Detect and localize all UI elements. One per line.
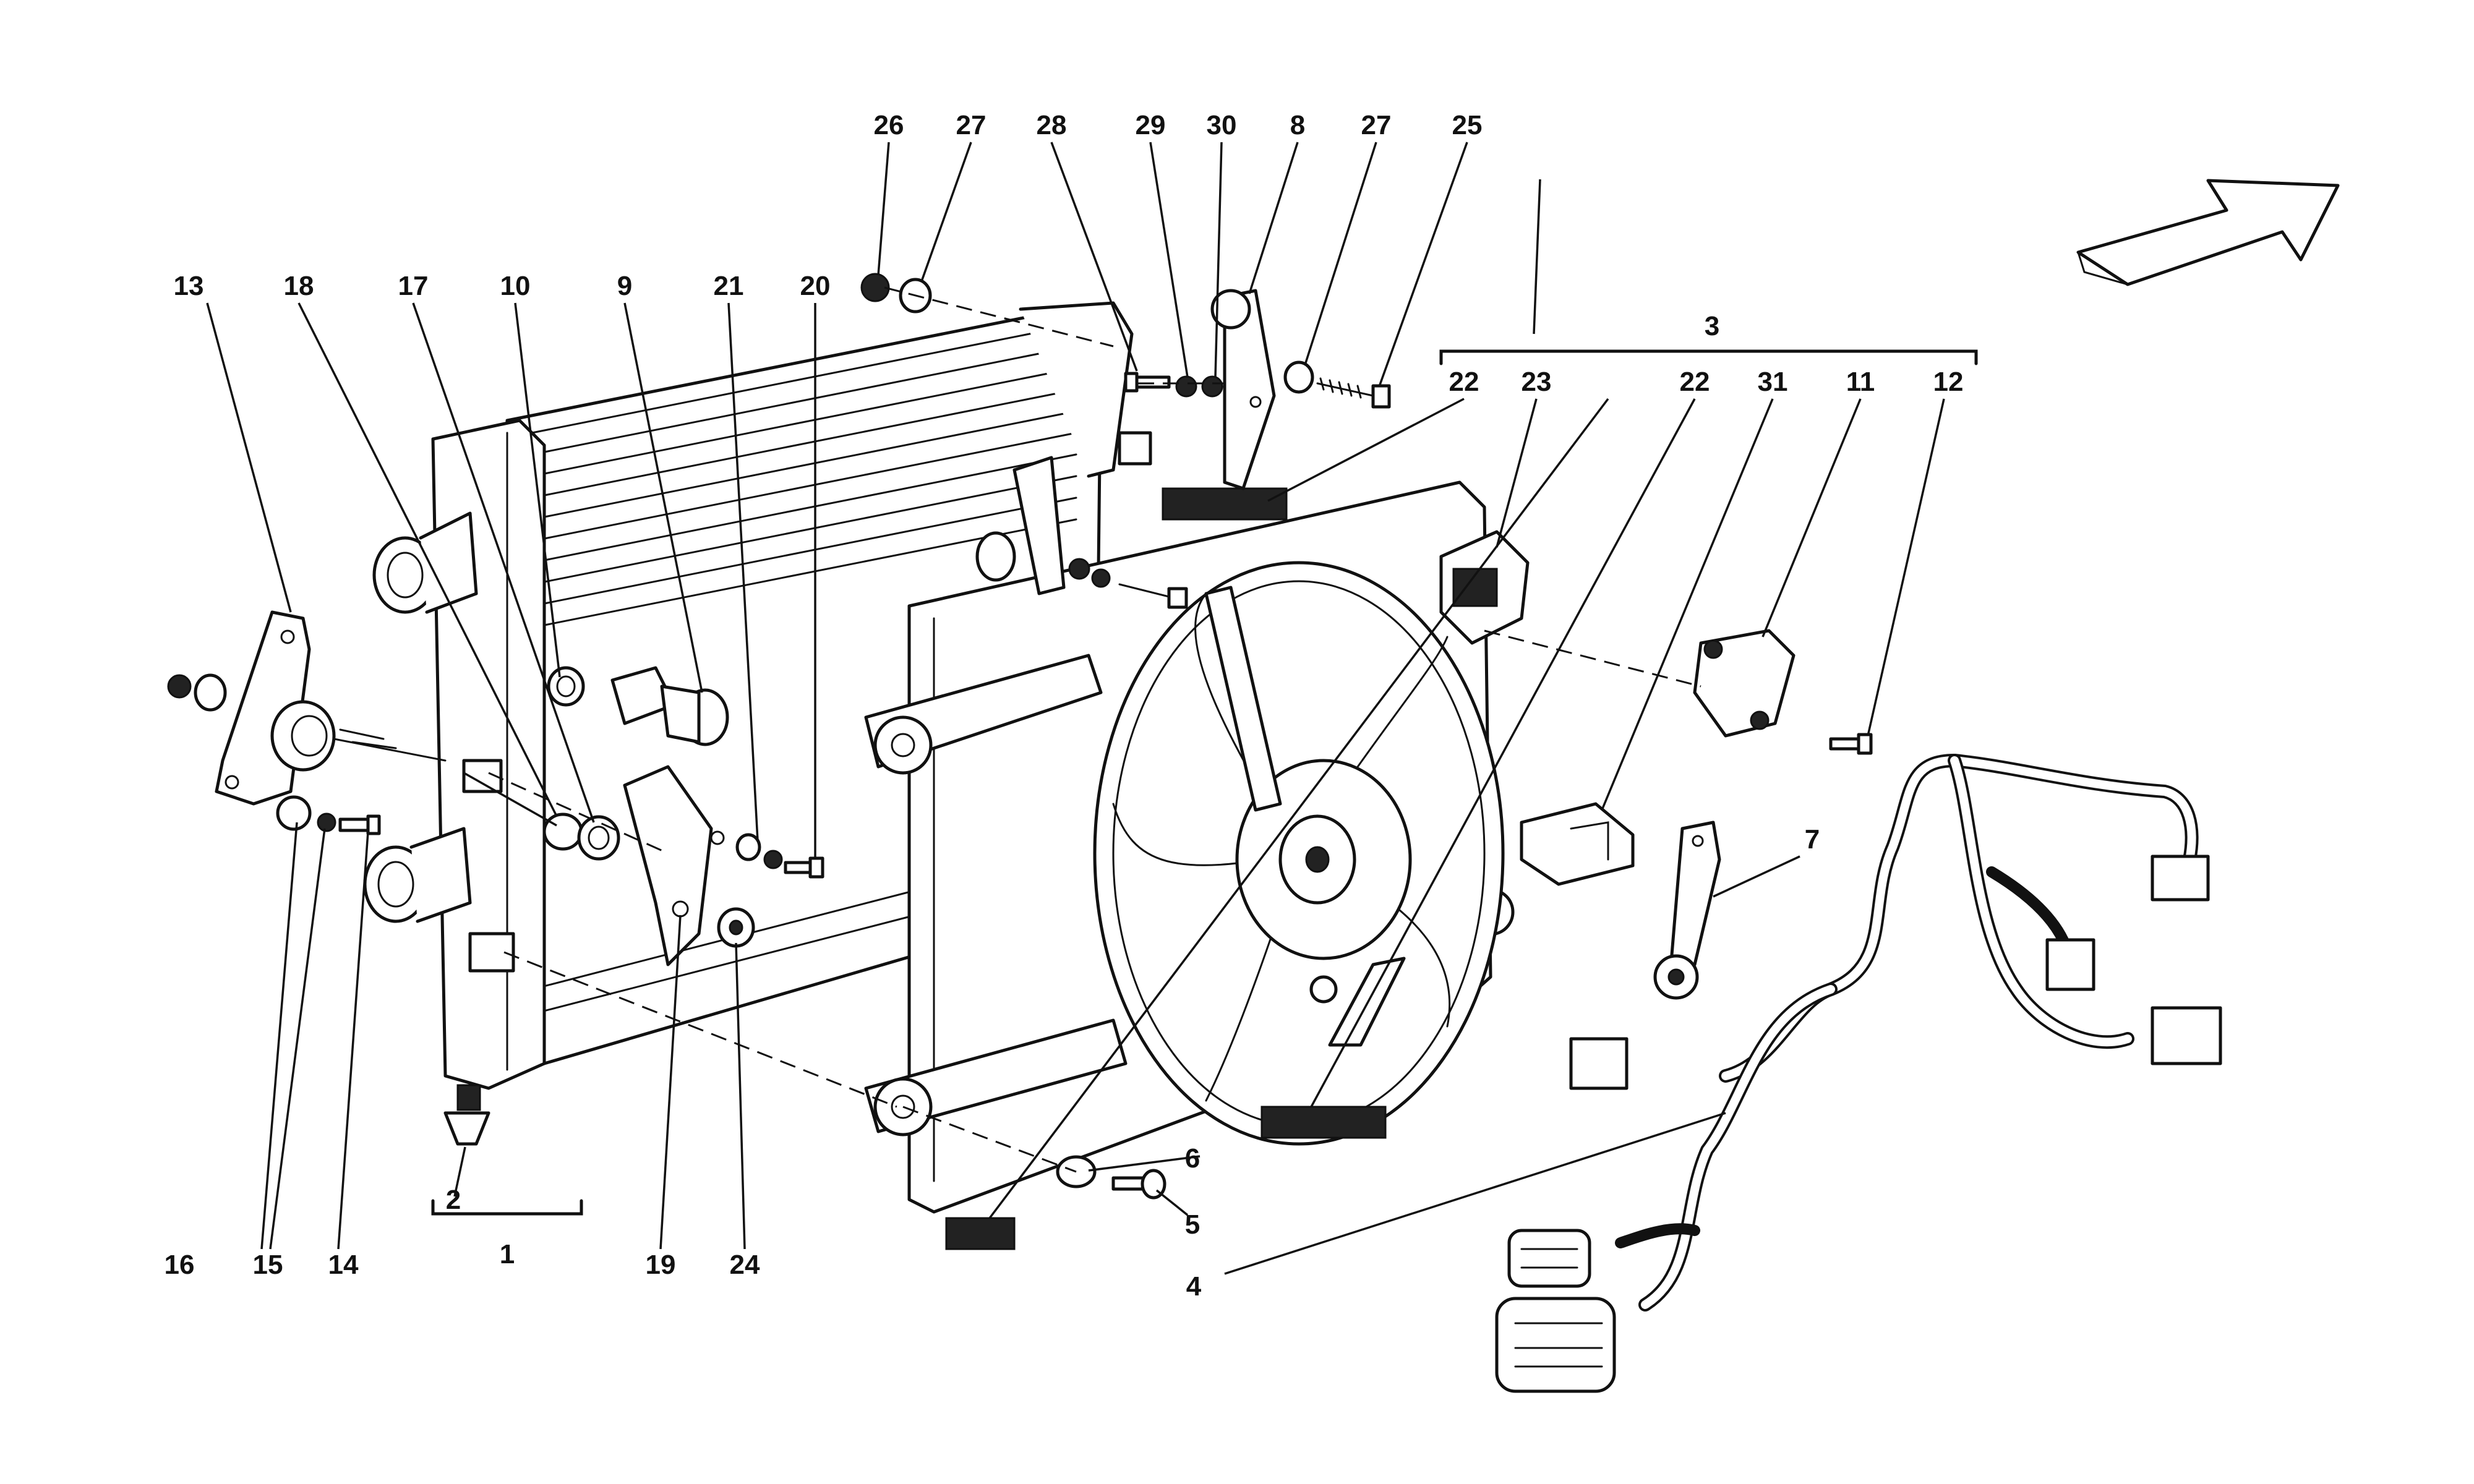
callout-labels: 1 2 3 4 5 6 7 8 9 10 11 12 13 14 15 16 1… <box>165 110 1964 1302</box>
callout-14: 14 <box>328 1250 359 1280</box>
lock-washer-29 <box>1175 375 1197 398</box>
harness-connector-f <box>1495 1297 1616 1393</box>
callout-10: 10 <box>500 271 531 301</box>
harness-connector-c <box>2151 1006 2222 1065</box>
callout-27-left: 27 <box>956 110 987 140</box>
callout-18: 18 <box>284 271 314 301</box>
callout-13: 13 <box>174 271 204 301</box>
fan-assembly <box>975 456 1505 1146</box>
harness-connector-e <box>1507 1229 1591 1288</box>
assembly-lines <box>488 286 1701 1173</box>
washer <box>276 795 312 831</box>
callout-3: 3 <box>1705 311 1719 341</box>
assembly-bracket-1 <box>431 1199 583 1216</box>
relay <box>1520 802 1635 886</box>
callout-8: 8 <box>1290 110 1305 140</box>
direction-arrow-icon <box>2076 179 2340 286</box>
callout-27-right: 27 <box>1361 110 1392 140</box>
screw-12 <box>1829 733 1873 755</box>
harness-connector-b <box>2045 938 2095 991</box>
rubber-mount <box>975 531 1016 582</box>
assembly-bracket-3 <box>1439 349 1978 365</box>
harness-connector-d <box>1569 1037 1629 1090</box>
callout-24: 24 <box>730 1250 760 1280</box>
insulation-pad-top <box>1162 487 1288 521</box>
callout-31: 31 <box>1758 367 1788 397</box>
grommet <box>717 907 755 948</box>
callout-17: 17 <box>398 271 429 301</box>
sensor-11 <box>1693 629 1796 738</box>
shroud-bracket <box>623 765 725 966</box>
washer-27-right <box>1283 360 1314 394</box>
callout-22-right: 22 <box>1680 367 1710 397</box>
shroud-bolt <box>1118 583 1188 609</box>
bolt-20 <box>784 856 824 879</box>
hanger-bracket-8 <box>1210 289 1276 490</box>
washer-30 <box>1201 375 1223 398</box>
fan-connector <box>1439 530 1530 645</box>
callout-16: 16 <box>165 1250 195 1280</box>
callout-6: 6 <box>1185 1143 1200 1174</box>
callout-29: 29 <box>1136 110 1166 140</box>
callout-26: 26 <box>874 110 904 140</box>
callout-25: 25 <box>1452 110 1483 140</box>
wiring-harness <box>1495 753 2222 1393</box>
callout-23: 23 <box>1522 367 1552 397</box>
harness-connector-a <box>2151 855 2210 902</box>
insulation-pad-right <box>1261 1106 1387 1139</box>
nut-26 <box>860 273 890 302</box>
callout-15: 15 <box>253 1250 283 1280</box>
nut-washer-left <box>167 673 227 712</box>
lock-washer <box>317 812 336 832</box>
seal-ring <box>542 812 583 851</box>
callout-4: 4 <box>1186 1271 1202 1302</box>
shroud-lock-washer <box>1091 568 1111 588</box>
callout-12: 12 <box>1933 367 1964 397</box>
radiator-outlet-pipe <box>363 827 472 923</box>
callout-21: 21 <box>714 271 744 301</box>
shroud-washer <box>1068 558 1090 580</box>
bolt-25 <box>1316 377 1391 409</box>
bolt-28 <box>1124 372 1171 393</box>
insulation-pad-bottom <box>945 1217 1016 1250</box>
bolt-14 <box>338 814 381 835</box>
callout-20: 20 <box>800 271 831 301</box>
washer-21 <box>735 833 761 861</box>
callout-19: 19 <box>646 1250 676 1280</box>
callout-9: 9 <box>617 271 632 301</box>
sensor-nut <box>577 815 620 861</box>
callout-7: 7 <box>1805 824 1820 855</box>
callout-28: 28 <box>1037 110 1067 140</box>
rubber-bushing <box>270 700 447 772</box>
callout-22-left: 22 <box>1449 367 1479 397</box>
radiator-inlet-pipe <box>372 511 478 614</box>
thermal-switch <box>547 666 729 746</box>
drain-plug <box>443 1084 490 1146</box>
lock-washer-21 <box>763 850 783 869</box>
leader-lines <box>206 142 1945 1275</box>
callout-2: 2 <box>446 1185 461 1215</box>
callout-5: 5 <box>1185 1209 1200 1240</box>
callout-1: 1 <box>500 1239 515 1269</box>
callout-11: 11 <box>1846 367 1875 397</box>
callout-30: 30 <box>1207 110 1237 140</box>
harness-bracket <box>1653 821 1721 1000</box>
bolt-5 <box>1111 1169 1166 1200</box>
